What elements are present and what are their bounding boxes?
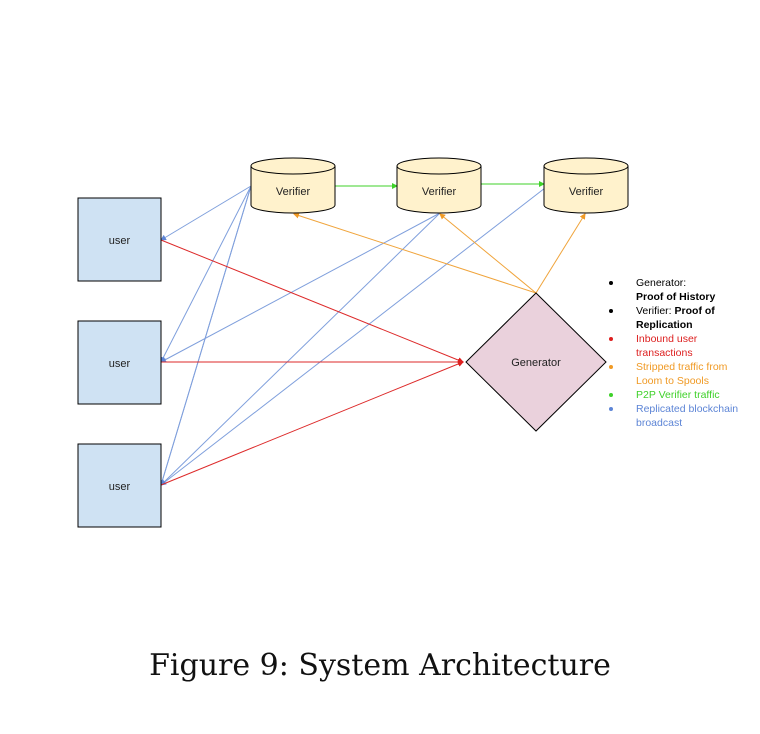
broadcast-edge-v3-u3 <box>160 187 546 486</box>
verifier-node-1: Verifier <box>250 157 336 214</box>
legend-prefix: Inbound user transactions <box>636 333 698 359</box>
legend-item-generator: Generator: Proof of History <box>607 276 747 304</box>
legend-prefix: Verifier: <box>636 305 672 317</box>
user-box-1: user <box>77 197 162 282</box>
broadcast-edge-v1-u3b <box>160 185 252 486</box>
inbound-edge-u3 <box>160 361 464 486</box>
legend-bullet <box>609 309 613 313</box>
legend-prefix: Stripped traffic from Loom to Spools <box>636 361 728 387</box>
legend-bullet <box>609 281 613 285</box>
stripped-edge-v2 <box>439 213 537 294</box>
legend-term: Proof of Replication <box>636 305 715 331</box>
legend-prefix: P2P Verifier traffic <box>636 389 720 401</box>
generator-node: Generator <box>465 292 607 432</box>
legend-bullet <box>609 393 613 397</box>
legend-item-verifier: Verifier: Proof of Replication <box>607 304 747 332</box>
generator-label: Generator <box>511 357 561 369</box>
broadcast-edge-v1-u1 <box>160 185 252 241</box>
legend-bullet <box>609 407 613 411</box>
inbound-transaction-edges <box>160 239 464 486</box>
stripped-edge-v1 <box>293 212 537 294</box>
legend-bullet <box>609 365 613 369</box>
stripped-edge-v3 <box>535 213 586 294</box>
replicated-broadcast-edges <box>159 185 546 486</box>
broadcast-edge-v1-u2 <box>160 185 252 363</box>
verifier-label-1: Verifier <box>276 186 311 198</box>
legend-item-replicated: Replicated blockchain broadcast <box>607 402 747 430</box>
user-box-3: user <box>77 443 162 528</box>
stripped-traffic-edges <box>293 212 586 294</box>
verifier-node-3: Verifier <box>543 157 629 214</box>
legend-prefix: Generator: <box>636 277 687 289</box>
user-box-2: user <box>77 320 162 405</box>
legend-item-inbound: Inbound user transactions <box>607 332 747 360</box>
legend-item-stripped: Stripped traffic from Loom to Spools <box>607 360 747 388</box>
verifier-label-2: Verifier <box>422 186 457 198</box>
user-label-3: user <box>109 481 131 493</box>
broadcast-edge-v2-u3 <box>160 212 441 486</box>
legend-bullet <box>609 337 613 341</box>
broadcast-edge-v2-u2 <box>160 212 441 363</box>
legend-prefix: Replicated blockchain broadcast <box>636 403 739 429</box>
user-label-1: user <box>109 235 131 247</box>
p2p-verifier-edges <box>330 181 545 189</box>
legend-term: Proof of History <box>636 291 716 303</box>
legend-item-p2p: P2P Verifier traffic <box>607 388 747 402</box>
inbound-edge-u1 <box>160 239 464 363</box>
verifier-label-3: Verifier <box>569 186 604 198</box>
figure-caption: Figure 9: System Architecture <box>149 648 611 683</box>
user-label-2: user <box>109 358 131 370</box>
verifier-node-2: Verifier <box>396 157 482 214</box>
legend: Generator: Proof of History Verifier: Pr… <box>607 276 747 430</box>
